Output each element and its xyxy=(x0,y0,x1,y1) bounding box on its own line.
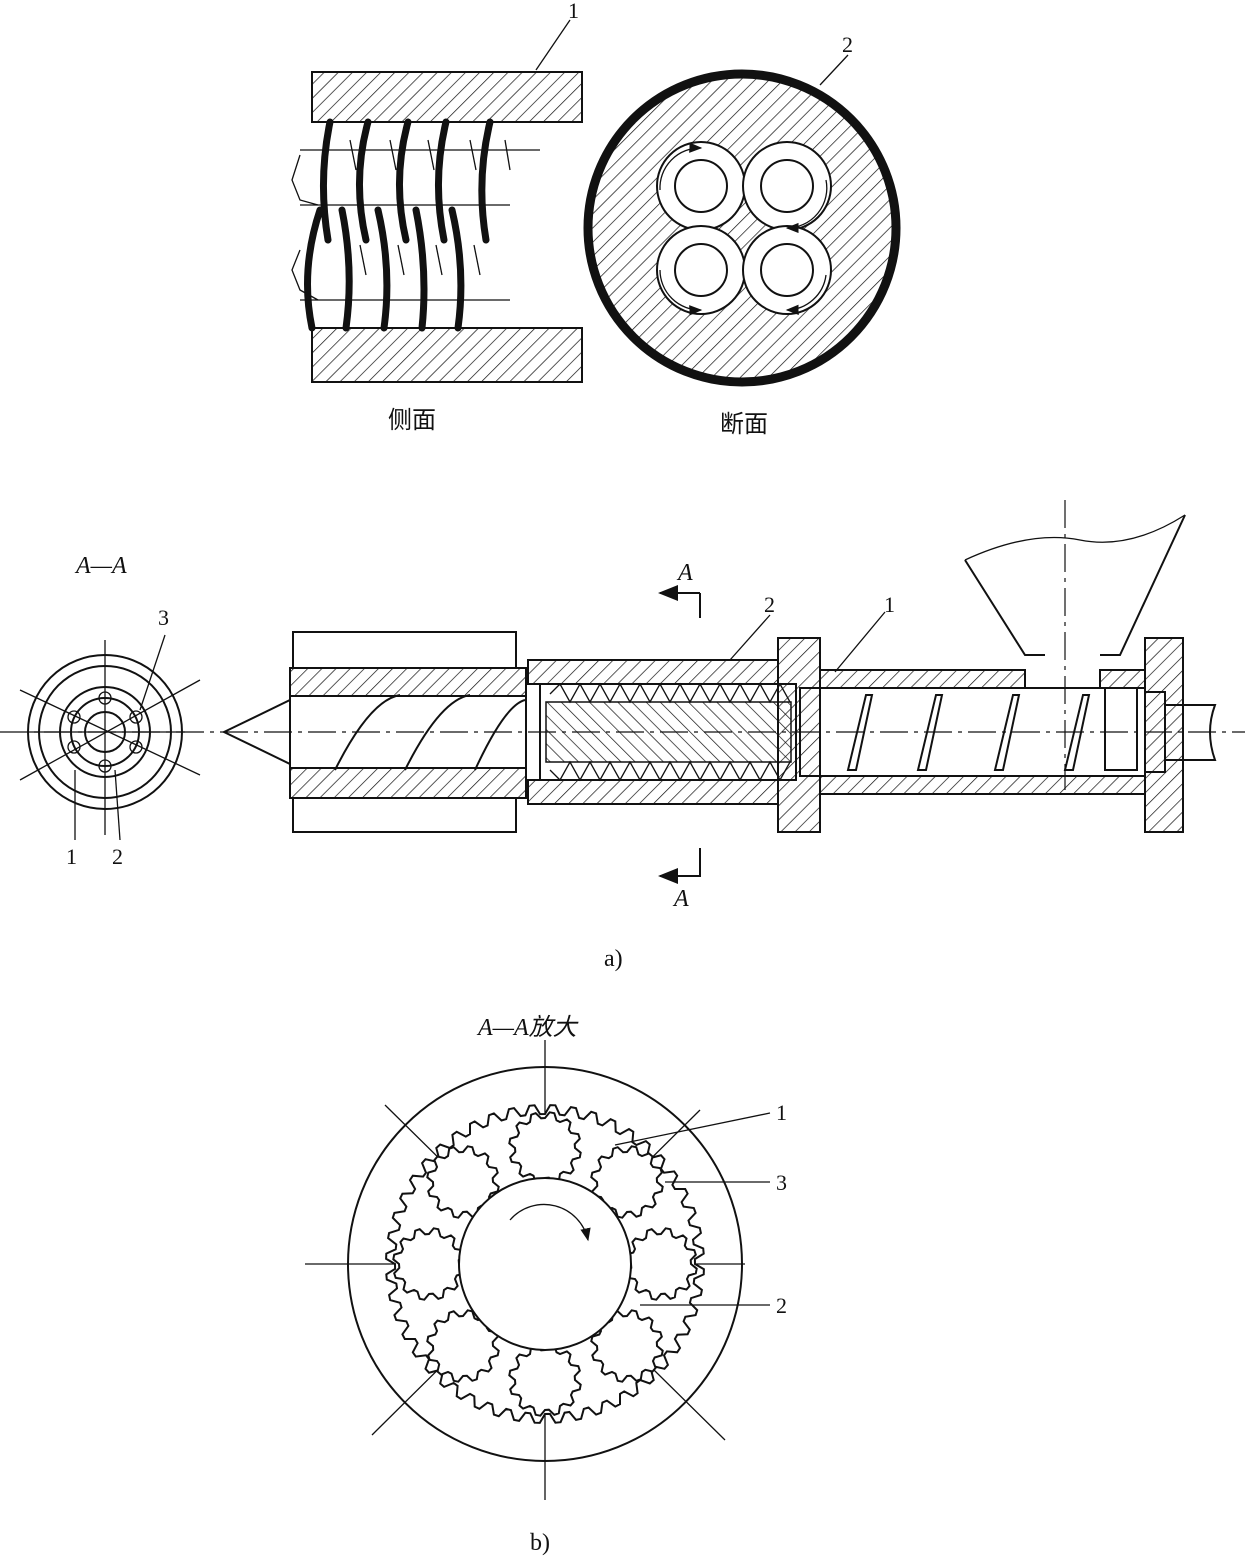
barrel-top-wall xyxy=(311,71,583,123)
gear-teeth xyxy=(508,1111,582,1185)
screw-outline xyxy=(291,139,540,301)
gear-teeth xyxy=(508,1343,582,1417)
b-label-1: 1 xyxy=(776,1100,787,1125)
section-label-2: 2 xyxy=(842,32,853,57)
aa-title: A—A xyxy=(74,553,127,579)
section-view: 2 断面 xyxy=(583,32,901,438)
barrel-bottom-wall xyxy=(311,327,583,383)
gear-teeth xyxy=(590,1145,664,1219)
side-caption: 侧面 xyxy=(388,406,436,434)
aa-label-2: 2 xyxy=(112,844,123,869)
section-mark-top: A xyxy=(676,560,693,586)
side-label-1: 1 xyxy=(568,0,579,23)
injection-unit: 2 1 A A a) xyxy=(0,500,1245,972)
gear-teeth xyxy=(392,1227,466,1301)
gear-teeth xyxy=(590,1309,664,1383)
screw-cores xyxy=(674,159,814,297)
label-2: 2 xyxy=(764,592,775,617)
caption-b: b) xyxy=(530,1530,550,1556)
b-label-3: 3 xyxy=(776,1170,787,1195)
gear-teeth xyxy=(624,1227,698,1301)
flow-arrows xyxy=(659,142,828,316)
gear-teeth xyxy=(426,1309,500,1383)
screw-flights xyxy=(304,118,494,332)
section-mark-bottom: A xyxy=(672,886,689,912)
aa-label-3: 3 xyxy=(158,605,169,630)
b-label-2: 2 xyxy=(776,1293,787,1318)
caption-a: a) xyxy=(604,946,623,972)
side-view: 1 侧面 xyxy=(291,0,583,434)
section-caption: 断面 xyxy=(720,410,768,438)
aa-label-1: 1 xyxy=(66,844,77,869)
aa-enlarged: A—A放大 1 3 2 b) xyxy=(305,1014,787,1556)
label-1: 1 xyxy=(884,592,895,617)
gear-teeth xyxy=(426,1145,500,1219)
aa-enlarged-title: A—A放大 xyxy=(476,1014,579,1041)
central-spindle xyxy=(458,1177,632,1351)
aa-small-section: A—A 3 1 2 xyxy=(19,553,201,869)
